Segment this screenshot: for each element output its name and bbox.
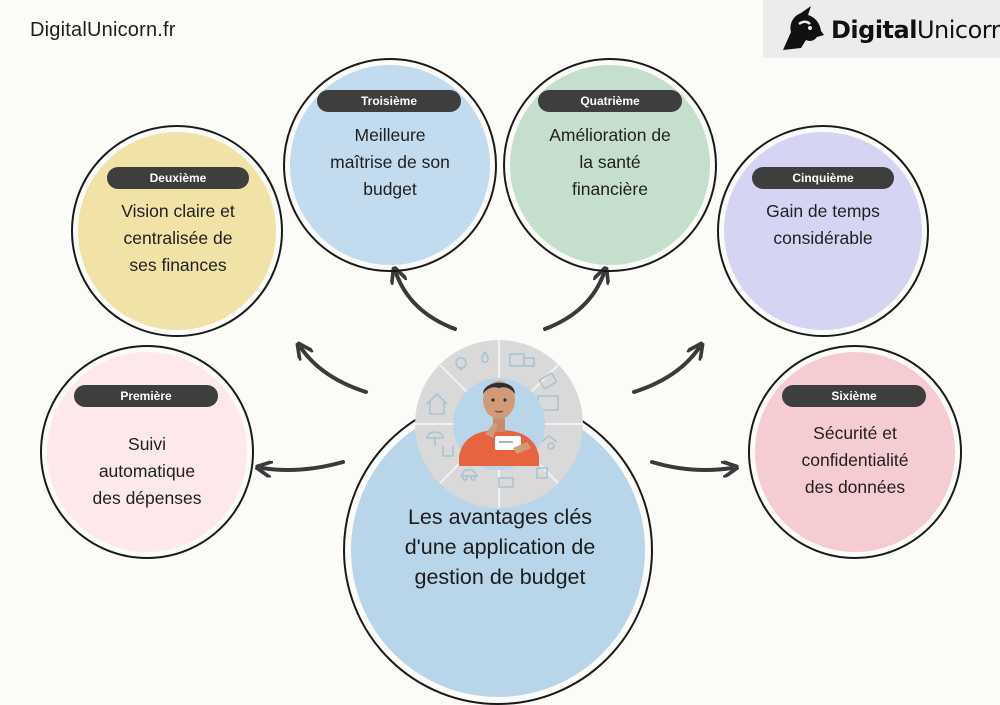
logo-wordmark: DigitalUnicorn (831, 16, 1000, 44)
arrow-to-sixieme (650, 462, 732, 470)
person-thinking-illustration (415, 340, 583, 508)
benefit-circle-deuxieme (71, 125, 283, 337)
badge-premiere: Première (74, 385, 218, 407)
badge-cinquieme: Cinquième (752, 167, 894, 189)
arrow-to-deuxieme (301, 348, 368, 394)
arrow-to-premiere (262, 462, 345, 470)
arrow-to-cinquieme (632, 348, 699, 394)
unicorn-head-icon (783, 6, 824, 50)
badge-sixieme: Sixième (782, 385, 926, 407)
circle-fill (78, 132, 276, 330)
arrow-to-quatrieme (543, 273, 604, 331)
connector-arrows (0, 0, 1000, 600)
arrow-to-troisieme (396, 273, 457, 331)
badge-troisieme: Troisième (317, 90, 461, 112)
badge-deuxieme: Deuxième (107, 167, 249, 189)
benefit-circle-cinquieme (717, 125, 929, 337)
badge-quatrieme: Quatrième (538, 90, 682, 112)
site-name[interactable]: DigitalUnicorn.fr (30, 19, 176, 41)
brand-logo[interactable]: DigitalUnicorn (763, 0, 1000, 58)
circle-fill (724, 132, 922, 330)
